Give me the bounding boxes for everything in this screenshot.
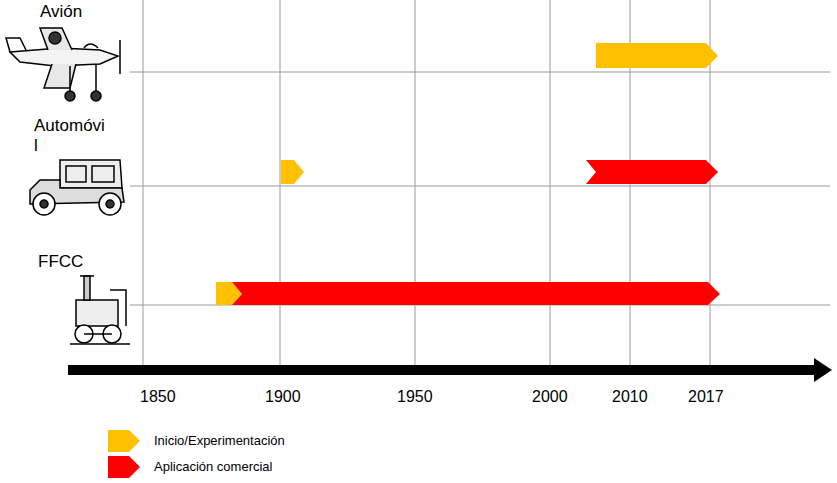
grid-lines xyxy=(130,0,830,365)
locomotive-icon xyxy=(70,276,130,344)
bars xyxy=(216,43,720,305)
legend-swatch xyxy=(108,430,140,452)
year-label: 1850 xyxy=(140,387,176,406)
year-label: 2000 xyxy=(532,387,568,406)
legend-swatch-box xyxy=(107,455,141,479)
legend-text: Aplicación comercial xyxy=(154,459,273,475)
legend-text: Inicio/Experimentación xyxy=(154,433,285,449)
legend-swatch xyxy=(108,456,140,478)
time-axis xyxy=(68,358,832,382)
category-label: Automóvi l xyxy=(34,116,110,157)
year-label: 2017 xyxy=(688,387,724,406)
legend-swatch-box xyxy=(107,429,141,453)
car-icon xyxy=(30,160,124,215)
commercial-bar xyxy=(232,282,720,305)
year-label: 2010 xyxy=(612,387,648,406)
commercial-bar xyxy=(586,160,718,184)
year-label: 1900 xyxy=(265,387,301,406)
experiment-bar xyxy=(596,43,718,68)
year-label: 1950 xyxy=(397,387,433,406)
category-label: Avión xyxy=(40,2,82,22)
plane-icon xyxy=(6,28,120,101)
category-label: FFCC xyxy=(38,252,83,272)
experiment-bar xyxy=(281,160,304,184)
